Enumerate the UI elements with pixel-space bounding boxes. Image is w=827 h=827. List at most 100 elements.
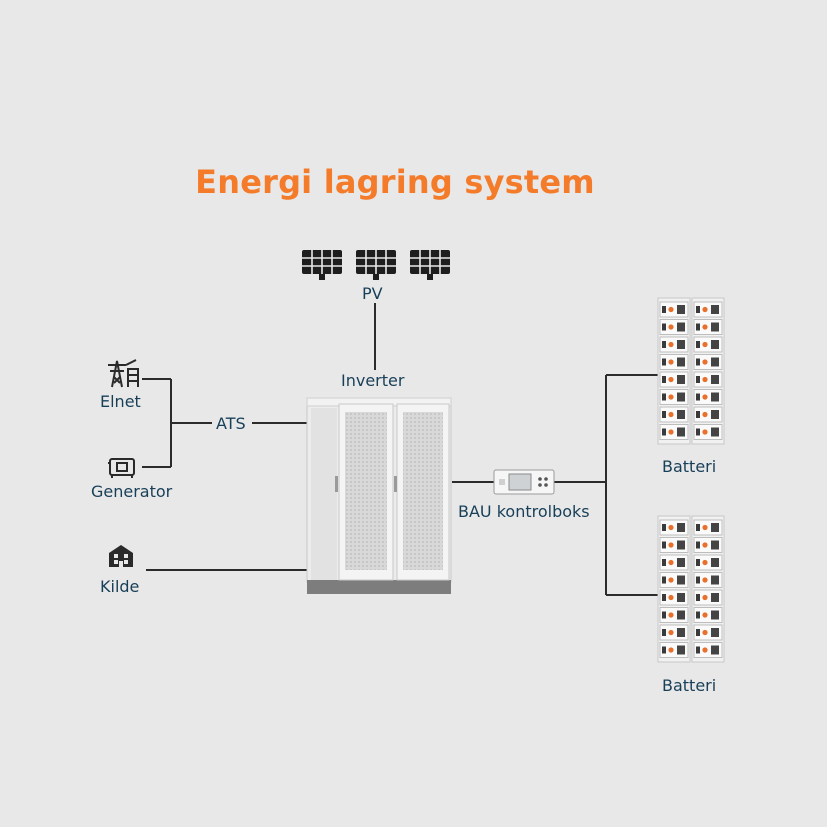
battery-plug xyxy=(711,558,719,567)
battery-terminal xyxy=(662,611,666,619)
battery-terminal xyxy=(662,559,666,566)
generator-label: Generator xyxy=(91,482,173,501)
battery-connector xyxy=(668,324,674,330)
battery-plug xyxy=(677,593,685,602)
battery-terminal xyxy=(662,306,666,313)
battery-terminal xyxy=(696,411,700,418)
kilde-label: Kilde xyxy=(100,577,140,596)
battery-connector xyxy=(702,612,708,618)
battery-terminal xyxy=(696,594,700,601)
battery-plug xyxy=(711,340,719,349)
batteri-top-label: Batteri xyxy=(662,457,717,476)
battery-connector xyxy=(668,629,674,636)
battery-plug xyxy=(677,340,685,349)
battery-connector xyxy=(702,429,708,435)
battery-connector xyxy=(668,559,674,566)
generator-icon xyxy=(108,458,135,478)
battery-terminal xyxy=(696,341,700,348)
ats-label: ATS xyxy=(216,414,246,433)
battery-terminal xyxy=(696,541,700,549)
battery-plug xyxy=(677,645,685,655)
battery-plug xyxy=(711,628,719,637)
battery-plug xyxy=(711,305,719,314)
battery-connector xyxy=(702,394,708,400)
battery-plug xyxy=(711,392,719,402)
battery-plug xyxy=(711,427,719,437)
battery-connector xyxy=(702,577,708,583)
battery-terminal xyxy=(696,358,700,366)
battery-terminal xyxy=(696,306,700,313)
battery-connector xyxy=(702,524,708,531)
battery-connector xyxy=(702,629,708,636)
battery-terminal xyxy=(696,376,700,383)
battery-plug xyxy=(677,410,685,419)
battery-plug xyxy=(677,322,685,332)
battery-connector xyxy=(668,359,674,365)
battery-connector xyxy=(668,542,674,548)
battery-plug xyxy=(711,410,719,419)
battery-connector xyxy=(702,359,708,365)
battery-terminal xyxy=(696,393,700,401)
battery-plug xyxy=(677,523,685,532)
battery-plug xyxy=(711,593,719,602)
battery-plug xyxy=(677,575,685,585)
battery-connector xyxy=(668,524,674,531)
battery-rack-bottom xyxy=(657,515,725,663)
battery-terminal xyxy=(662,376,666,383)
battery-connector xyxy=(668,306,674,313)
battery-terminal xyxy=(662,393,666,401)
battery-terminal xyxy=(696,323,700,331)
battery-terminal xyxy=(662,358,666,366)
battery-plug xyxy=(677,375,685,384)
battery-plug xyxy=(711,322,719,332)
battery-connector xyxy=(668,411,674,418)
power-pylon-icon xyxy=(108,359,139,388)
solar-panel-icon xyxy=(356,250,396,280)
battery-terminal xyxy=(696,428,700,436)
battery-plug xyxy=(677,558,685,567)
battery-connector xyxy=(668,341,674,348)
battery-connector xyxy=(702,411,708,418)
battery-terminal xyxy=(696,629,700,636)
battery-terminal xyxy=(662,428,666,436)
battery-connector xyxy=(668,429,674,435)
battery-connector xyxy=(668,612,674,618)
battery-terminal xyxy=(696,611,700,619)
battery-plug xyxy=(711,357,719,367)
battery-terminal xyxy=(662,524,666,531)
bau-control-box xyxy=(493,469,555,495)
bau-label: BAU kontrolboks xyxy=(458,502,590,521)
battery-terminal xyxy=(662,594,666,601)
battery-terminal xyxy=(662,341,666,348)
battery-plug xyxy=(677,392,685,402)
battery-connector xyxy=(702,341,708,348)
battery-plug xyxy=(677,610,685,620)
battery-plug xyxy=(711,645,719,655)
pv-label: PV xyxy=(362,284,383,303)
battery-plug xyxy=(711,575,719,585)
inverter-cabinet xyxy=(306,397,452,594)
battery-plug xyxy=(711,540,719,550)
battery-plug xyxy=(677,540,685,550)
battery-rack-top xyxy=(657,297,725,445)
battery-terminal xyxy=(696,559,700,566)
battery-terminal xyxy=(662,411,666,418)
battery-terminal xyxy=(696,576,700,584)
battery-connector xyxy=(668,577,674,583)
battery-connector xyxy=(702,306,708,313)
battery-terminal xyxy=(662,576,666,584)
battery-terminal xyxy=(662,323,666,331)
diagram-title: Energi lagring system xyxy=(195,163,595,201)
solar-panel-icon xyxy=(302,250,342,280)
battery-connector xyxy=(668,647,674,653)
battery-connector xyxy=(702,594,708,601)
battery-plug xyxy=(711,610,719,620)
battery-plug xyxy=(677,628,685,637)
battery-connector xyxy=(702,376,708,383)
battery-connector xyxy=(668,594,674,601)
battery-connector xyxy=(702,559,708,566)
battery-terminal xyxy=(662,646,666,654)
solar-panels xyxy=(302,250,450,280)
